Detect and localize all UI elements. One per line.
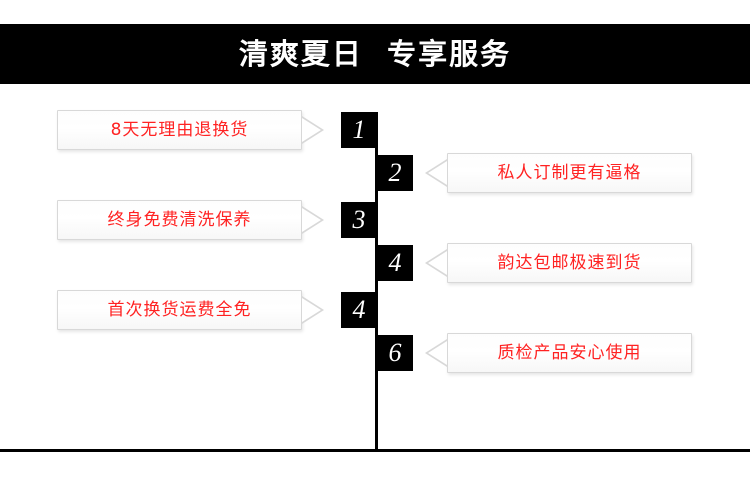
service-row: 4 首次换货运费全免 <box>0 290 750 336</box>
callout-arrow-fill <box>428 251 447 275</box>
callout-arrow-fill <box>428 161 447 185</box>
callout-arrow-fill <box>302 118 321 142</box>
step-number-badge: 6 <box>377 335 413 371</box>
service-callout[interactable]: 韵达包邮极速到货 <box>447 243 692 283</box>
service-callout-label: 首次换货运费全免 <box>107 300 252 320</box>
step-number-badge: 3 <box>341 202 377 238</box>
step-number-badge: 1 <box>341 112 377 148</box>
service-callout[interactable]: 质检产品安心使用 <box>447 333 692 373</box>
page-title: 清爽夏日 专享服务 <box>238 37 512 71</box>
callout-arrow-fill <box>302 298 321 322</box>
service-callout-label: 8天无理由退换货 <box>110 120 249 140</box>
step-number-badge: 2 <box>377 155 413 191</box>
service-callout-label: 质检产品安心使用 <box>497 343 642 363</box>
service-callout[interactable]: 8天无理由退换货 <box>57 110 302 150</box>
timeline-bottom-line <box>0 449 750 452</box>
service-row: 6 质检产品安心使用 <box>0 333 750 379</box>
step-number-badge: 4 <box>377 245 413 281</box>
service-callout[interactable]: 终身免费清洗保养 <box>57 200 302 240</box>
service-callout-label: 私人订制更有逼格 <box>497 163 642 183</box>
callout-arrow-fill <box>428 341 447 365</box>
callout-arrow-fill <box>302 208 321 232</box>
service-callout-label: 韵达包邮极速到货 <box>497 253 642 273</box>
service-row: 2 私人订制更有逼格 <box>0 153 750 199</box>
service-row: 4 韵达包邮极速到货 <box>0 243 750 289</box>
service-row: 1 8天无理由退换货 <box>0 110 750 156</box>
timeline-vertical-line <box>375 112 378 452</box>
header-banner: 清爽夏日 专享服务 <box>0 24 750 84</box>
step-number-badge: 4 <box>341 292 377 328</box>
service-callout[interactable]: 首次换货运费全免 <box>57 290 302 330</box>
service-callout-label: 终身免费清洗保养 <box>107 210 252 230</box>
service-callout[interactable]: 私人订制更有逼格 <box>447 153 692 193</box>
service-row: 3 终身免费清洗保养 <box>0 200 750 246</box>
